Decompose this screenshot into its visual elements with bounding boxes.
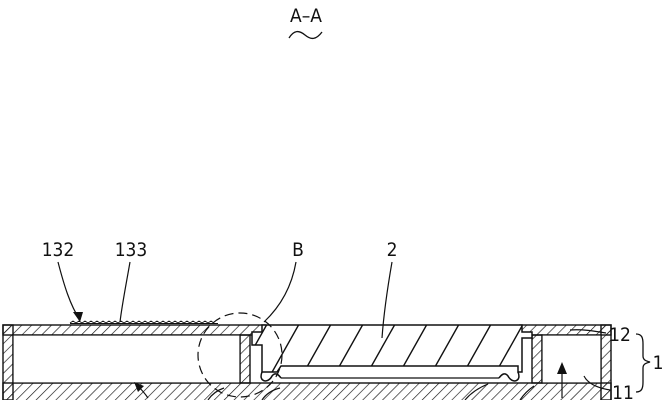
label-12: 12 [609,324,631,346]
textured-surface-133 [69,320,218,324]
housing-frame [2,324,612,400]
label-11: 11 [612,382,634,400]
section-title: A–A [290,5,322,27]
label-b: B [292,239,304,261]
label-2: 2 [387,239,398,261]
brace-part-1 [635,333,651,393]
snap-clips [260,371,520,382]
title-tilde-mark [288,30,323,40]
label-133: 133 [115,239,148,261]
label-132: 132 [42,239,75,261]
label-1: 1 [653,352,664,374]
leader-lines [57,261,611,400]
detail-circle-b [197,312,283,398]
